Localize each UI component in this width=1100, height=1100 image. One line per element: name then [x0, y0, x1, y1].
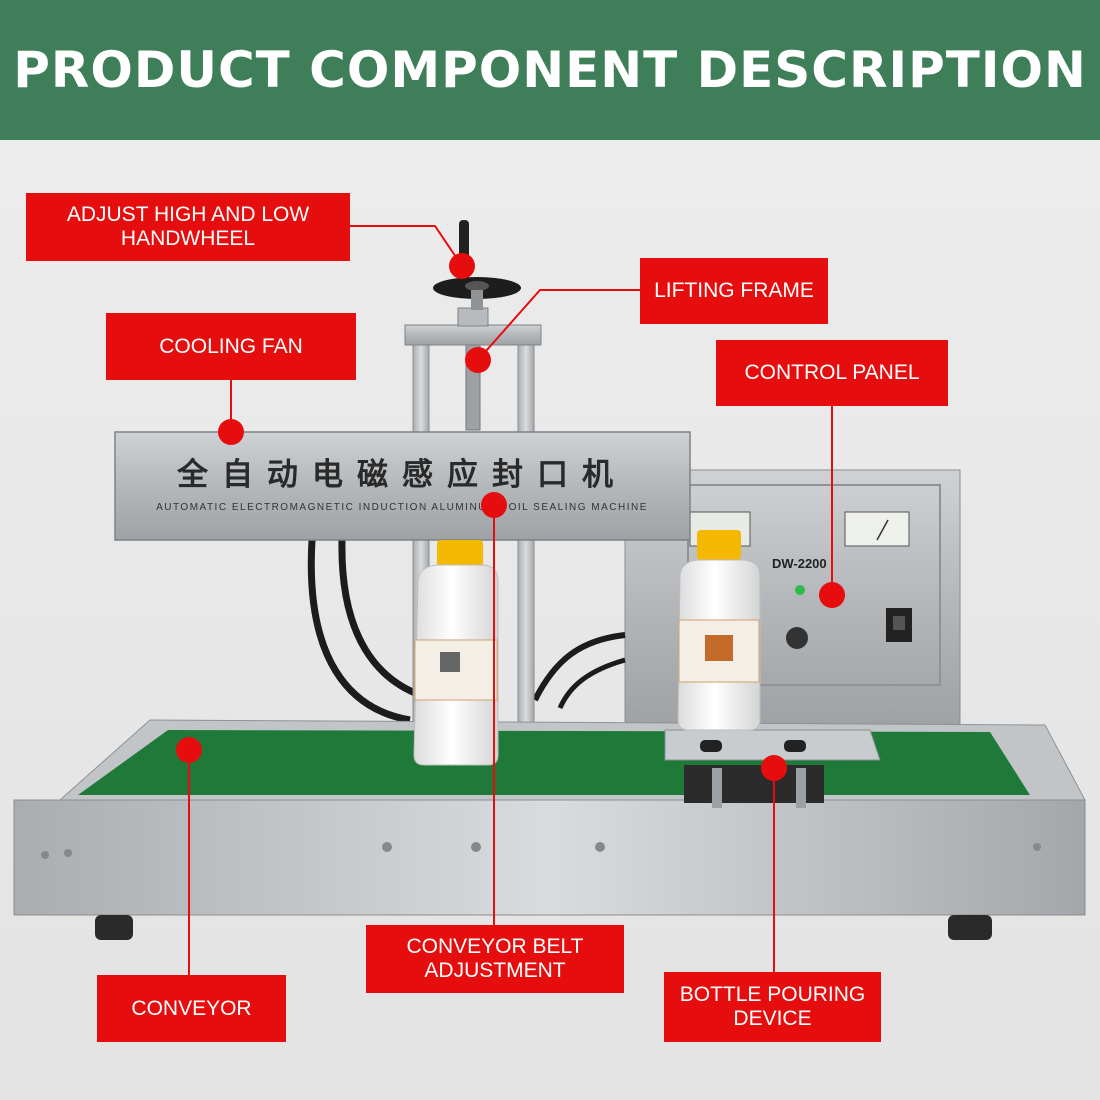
sign-chinese: 全自动电磁感应封口机 — [176, 457, 627, 493]
label-conveyor: CONVEYOR — [97, 975, 286, 1042]
power-knob — [786, 627, 808, 649]
label-cooling-fan: COOLING FAN — [106, 313, 356, 380]
bottle-pouring-device-art — [684, 740, 824, 808]
bottle-pouring-device-marker — [761, 755, 787, 781]
page-title: PRODUCT COMPONENT DESCRIPTION — [13, 41, 1087, 99]
label-handwheel: ADJUST HIGH AND LOW HANDWHEEL — [26, 193, 350, 261]
machine-illustration: DW-2200 全自动电磁感应封口机 AUTOMATIC ELECTROMAGN… — [13, 220, 1086, 975]
label-bottle-pouring-device: BOTTLE POURING DEVICE — [664, 972, 881, 1042]
ammeter — [844, 511, 910, 547]
bottle-right — [677, 530, 761, 731]
model-number: DW-2200 — [772, 556, 827, 571]
handwheel — [433, 220, 521, 310]
control-panel-marker — [819, 582, 845, 608]
callout-lines — [188, 225, 833, 975]
lifting-frame-plate — [404, 324, 542, 346]
sealing-head — [114, 431, 691, 541]
title-banner: PRODUCT COMPONENT DESCRIPTION — [0, 0, 1100, 140]
label-control-panel: CONTROL PANEL — [716, 340, 948, 406]
sign-english: AUTOMATIC ELECTROMAGNETIC INDUCTION ALUM… — [156, 502, 648, 513]
lifting-frame-marker — [465, 347, 491, 373]
power-indicator — [795, 585, 805, 595]
label-lifting-frame: LIFTING FRAME — [640, 258, 828, 324]
handwheel-marker — [449, 253, 475, 279]
conveyor-belt — [78, 730, 1030, 795]
conveyor-marker — [176, 737, 202, 763]
conveyor-body — [13, 719, 1086, 940]
product-photo-area: DW-2200 全自动电磁感应封口机 AUTOMATIC ELECTROMAGN… — [0, 140, 1100, 1100]
label-conveyor-belt-adjustment: CONVEYOR BELT ADJUSTMENT — [366, 925, 624, 993]
bottle-left — [413, 540, 499, 766]
cooling-fan-marker — [218, 419, 244, 445]
conveyor-belt-adjustment-marker — [481, 492, 507, 518]
